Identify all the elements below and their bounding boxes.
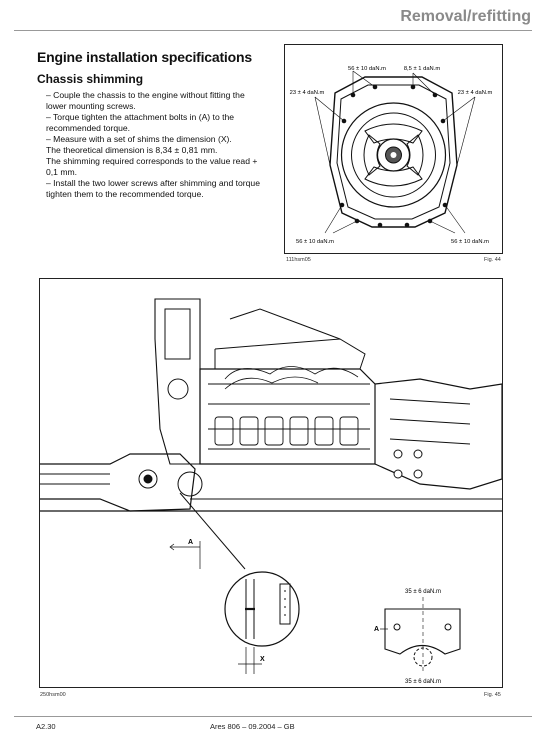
page-number: A2.30 [36, 722, 56, 731]
section-title: Engine installation specifications [37, 49, 252, 65]
engine-chassis-diagram: A X 35 ± 6 daN.m 35 ± 6 daN.m A [40, 298, 502, 685]
fig44-label-top-right: 8,5 ± 1 daN.m [404, 66, 441, 72]
instruction-item: – Torque tighten the attachment bolts in… [46, 112, 235, 133]
fig44-reference: 111hsm05 [286, 257, 311, 263]
fig44-label-bottom-left: 56 ± 10 daN.m [296, 239, 334, 245]
fig45-label-x: X [260, 656, 265, 663]
header-divider [14, 30, 532, 31]
bellhousing-diagram: 56 ± 10 daN.m 8,5 ± 1 daN.m 23 ± 4 daN.m… [290, 66, 493, 245]
instruction-item: The shimming required corresponds to the… [46, 156, 258, 177]
section-subtitle: Chassis shimming [37, 72, 144, 86]
fig44-label-top-left: 56 ± 10 daN.m [348, 66, 386, 72]
fig45-reference: 250hsm00 [40, 692, 66, 698]
instruction-item: The theoretical dimension is 8,34 ± 0,81… [46, 145, 218, 155]
footer-divider [14, 716, 532, 717]
instruction-item: – Measure with a set of shims the dimens… [46, 134, 232, 144]
page-header-title: Removal/refitting [400, 8, 531, 25]
fig45-caption: Fig. 45 [484, 692, 501, 698]
fig45-label-a: A [188, 539, 193, 546]
document-reference: Ares 806 – 09.2004 – GB [210, 722, 295, 731]
instruction-item: – Install the two lower screws after shi… [46, 178, 260, 199]
fig44-label-bottom-right: 56 ± 10 daN.m [451, 239, 489, 245]
figure-44-frame: 56 ± 10 daN.m 8,5 ± 1 daN.m 23 ± 4 daN.m… [284, 44, 503, 254]
fig45-torque-bottom: 35 ± 6 daN.m [405, 679, 441, 685]
fig45-torque-top: 35 ± 6 daN.m [405, 589, 441, 595]
instruction-item: – Couple the chassis to the engine witho… [46, 90, 245, 111]
fig45-detail-a: A [374, 626, 379, 633]
fig44-caption: Fig. 44 [484, 257, 501, 263]
fig44-label-side-right: 23 ± 4 daN.m [458, 90, 493, 96]
figure-45-frame: A X 35 ± 6 daN.m 35 ± 6 daN.m A [39, 278, 503, 688]
fig44-label-side-left: 23 ± 4 daN.m [290, 90, 325, 96]
instruction-list: – Couple the chassis to the engine witho… [37, 90, 267, 200]
